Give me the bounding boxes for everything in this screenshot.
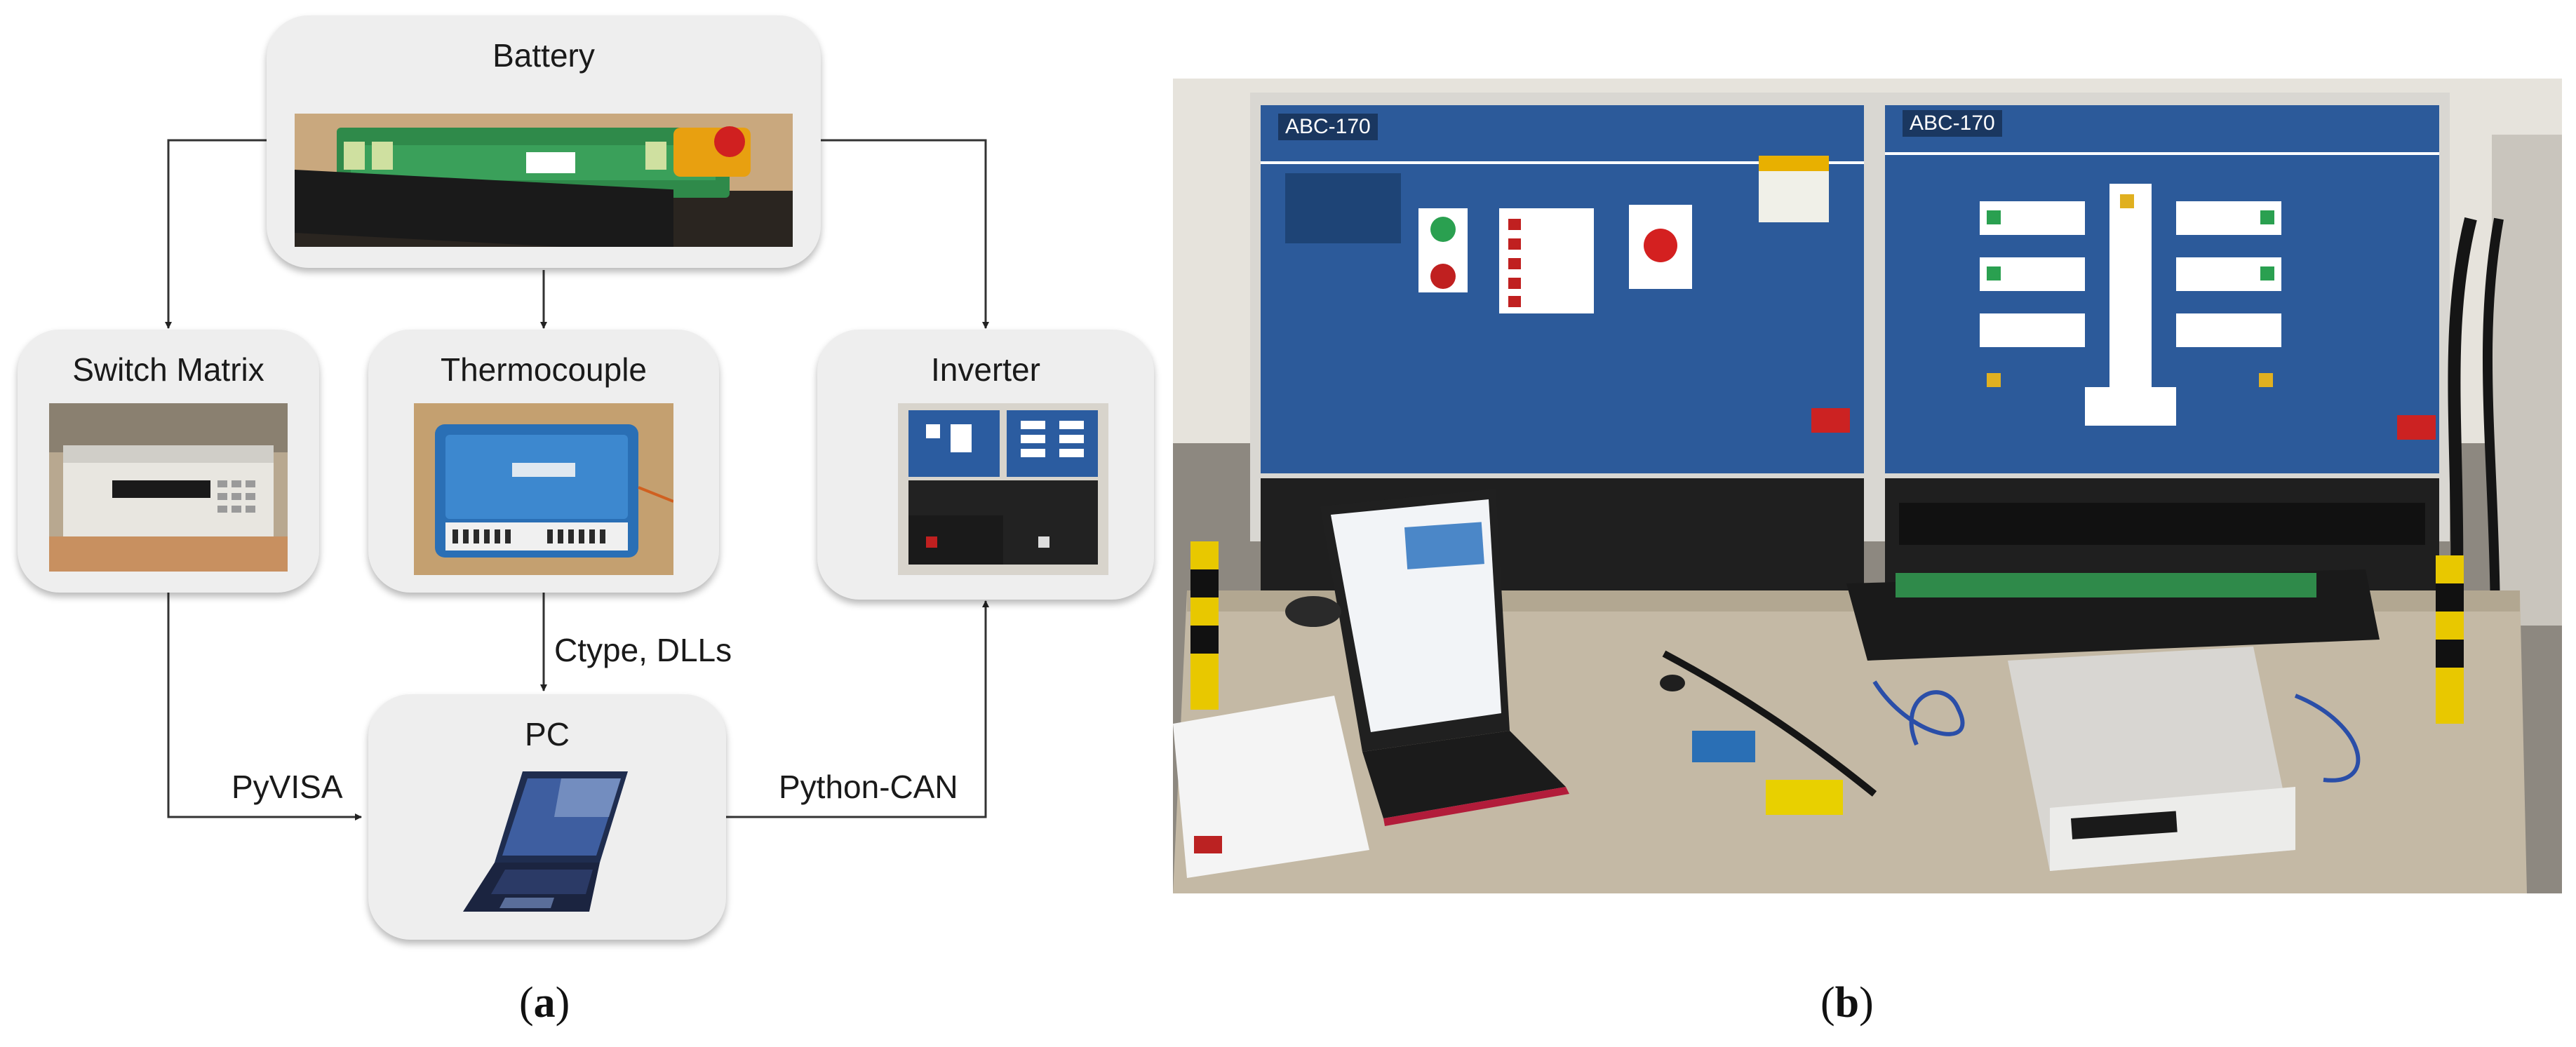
battery-label: Battery — [492, 37, 595, 74]
arrow-switch-to-pc — [167, 593, 362, 820]
arrow-battery-to-switch — [165, 139, 270, 329]
inverter-node: Inverter — [817, 330, 1154, 600]
thermocouple-node: Thermocouple — [368, 330, 719, 593]
caption-a: (a) — [519, 979, 570, 1027]
lab-setup-photo: ABC-170 ABC-170 — [1173, 79, 2562, 893]
inverter-photo — [898, 403, 1108, 575]
switch-matrix-node: Switch Matrix — [18, 330, 319, 593]
thermocouple-photo — [414, 403, 673, 575]
battery-node: Battery — [267, 15, 821, 268]
edge-label-inverter-to-pc: Python-CAN — [779, 769, 958, 805]
battery-photo — [295, 114, 793, 247]
arrow-battery-to-inverter — [817, 139, 989, 329]
caption-b: (b) — [1820, 979, 1874, 1027]
switch-matrix-photo — [49, 403, 288, 572]
cabinet-right-label: ABC-170 — [1903, 110, 2002, 137]
edge-label-switch-to-pc: PyVISA — [232, 769, 343, 805]
cabinet-left-label: ABC-170 — [1278, 114, 1378, 140]
laptop-icon — [456, 764, 638, 926]
switch-matrix-label: Switch Matrix — [72, 351, 264, 388]
inverter-label: Inverter — [931, 351, 1040, 388]
arrow-pc-to-inverter — [726, 600, 989, 818]
thermocouple-label: Thermocouple — [440, 351, 648, 388]
pc-node: PC — [368, 694, 726, 940]
edge-label-thermo-to-pc: Ctype, DLLs — [554, 632, 732, 668]
pc-label: PC — [525, 716, 570, 752]
